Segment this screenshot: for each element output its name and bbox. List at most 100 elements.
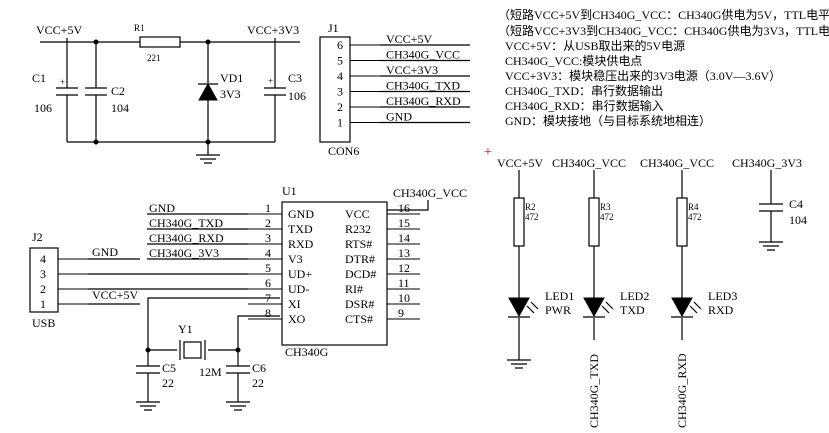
note-line: CH340G_RXD：串行数据输入 (505, 98, 664, 113)
led-diode (671, 297, 693, 318)
usb-pin-number: 4 (40, 252, 46, 266)
j1-name: CON6 (328, 144, 359, 158)
u1-right-pin-name: RI# (345, 282, 363, 296)
u1-left-pin-name: XI (288, 297, 301, 311)
j1-pin-number: 4 (337, 69, 343, 83)
led-resistor-ref: R4 (688, 202, 699, 212)
c4-value: 104 (789, 213, 807, 227)
u1-left-pin-name: TXD (288, 222, 313, 236)
usb-pin-number: 1 (40, 297, 46, 311)
u1-right-pin-name: DTR# (345, 252, 375, 266)
c2-ref: C2 (111, 84, 125, 98)
j1-net-label: CH340G_VCC (386, 48, 460, 62)
r1-resistor (139, 36, 181, 48)
j1-net-label: CH340G_RXD (386, 94, 461, 108)
led-indicators: VCC+5VR2472LED1PWRCH340G_VCCR3472LED2TXD… (497, 156, 737, 428)
ground-symbol-c5 (136, 401, 160, 411)
led-ref: LED3 (708, 289, 737, 303)
c6-capacitor (226, 350, 250, 402)
c2-value: 104 (111, 101, 129, 115)
led-diode (508, 297, 530, 318)
y1-value: 12M (199, 365, 222, 379)
u1-right-pin-number: 12 (398, 261, 410, 275)
c4-decoupling: CH340G_3V3 C4 104 (732, 156, 807, 251)
u1-left-pin-number: 4 (265, 246, 271, 260)
power-regulator-section: VCC+5V VCC+3V3 R1 221 + C1 106 C2 104 VD… (32, 23, 306, 164)
u1-right-pin-name: RTS# (345, 237, 372, 251)
vd1-value: 3V3 (220, 87, 241, 101)
r1-ref: R1 (134, 23, 145, 33)
c1-value: 106 (34, 101, 52, 115)
led-ref: LED1 (545, 289, 574, 303)
usb-pin-number: 2 (40, 282, 46, 296)
vcc5-net-label: VCC+5V (36, 23, 82, 37)
c4-ref: C4 (789, 197, 803, 211)
led-resistor-value: 472 (688, 212, 702, 222)
j1-pin-number: 3 (337, 85, 343, 99)
u1-left-pin-number: 5 (265, 261, 271, 275)
c5-ref: C5 (162, 361, 176, 375)
u1-left-pin-name: UD+ (288, 267, 312, 281)
y1-ref: Y1 (178, 322, 193, 336)
j1-net-label: CH340G_TXD (386, 79, 460, 93)
led-resistor (513, 197, 525, 247)
y1-crystal (183, 341, 202, 359)
led-label: TXD (620, 303, 645, 317)
j1-pin-number: 6 (337, 38, 343, 52)
j1-net-label: VCC+5V (386, 32, 432, 46)
u1-vcc-wire (387, 200, 429, 211)
c4-net: CH340G_3V3 (732, 156, 802, 170)
c3-ref: C3 (288, 71, 302, 85)
led-resistor-value: 472 (600, 212, 614, 222)
c5-value: 22 (162, 376, 174, 390)
u1-net-label: GND (149, 201, 175, 215)
u1-name: CH340G (285, 345, 329, 359)
r1-value: 221 (147, 53, 161, 63)
led-resistor-ref: R3 (600, 202, 611, 212)
c3-value: 106 (288, 89, 306, 103)
u1-left-pin-name: RXD (288, 237, 314, 251)
vd1-diode (198, 82, 218, 101)
led-top-net: CH340G_VCC (552, 156, 626, 170)
usb-pin-number: 3 (40, 267, 46, 281)
u1-left-pin-number: 1 (265, 201, 271, 215)
note-line: VCC+5V：从USB取出来的5V电源 (505, 38, 685, 53)
u1-right-pin-name: DSR# (345, 297, 374, 311)
u1-right-pin-name: DCD# (345, 267, 376, 281)
led-resistor-ref: R2 (525, 202, 536, 212)
j1-net-label: VCC+3V3 (386, 63, 438, 77)
j2-body (29, 247, 59, 313)
u1-left-pin-number: 6 (265, 276, 271, 290)
note-line: CH340G_TXD：串行数据输出 (505, 83, 663, 98)
u1-right-pin-name: CTS# (345, 312, 373, 326)
u1-right-pin-number: 13 (398, 246, 410, 260)
c3-plus-sign: + (268, 76, 273, 86)
led-bottom-net: CH340G_RXD (675, 353, 689, 428)
note-line: （短路VCC+3V3到CH340G_VCC：CH340G供电为3V3，TTL电平… (498, 23, 829, 38)
c4-capacitor (759, 170, 783, 242)
c1-plus-sign: + (60, 77, 65, 87)
led-top-net: CH340G_VCC (640, 156, 714, 170)
u1-net-label: CH340G_RXD (149, 231, 224, 245)
j2-ref: J2 (32, 230, 43, 244)
j1-pin-number: 5 (337, 54, 343, 68)
notes-block: （短路VCC+5V到CH340G_VCC：CH340G供电为5V，TTL电平为5… (498, 7, 829, 128)
note-line: （短路VCC+5V到CH340G_VCC：CH340G供电为5V，TTL电平为5… (498, 7, 829, 22)
ground-symbol-c6 (226, 401, 250, 411)
j1-pin-number: 2 (337, 100, 343, 114)
u1-left-pin-name: XO (288, 312, 306, 326)
u1-left-pin-number: 2 (265, 216, 271, 230)
c5-capacitor (136, 350, 160, 402)
u1-right-pin-number: 16 (398, 201, 410, 215)
c1-ref: C1 (32, 71, 46, 85)
u1-left-pin-name: V3 (288, 252, 303, 266)
led-ref: LED2 (620, 289, 649, 303)
ground-symbol-led1 (507, 359, 531, 369)
crystal-section: Y1 12M C5 22 C6 22 (136, 297, 280, 411)
c3-capacitor (264, 42, 286, 142)
